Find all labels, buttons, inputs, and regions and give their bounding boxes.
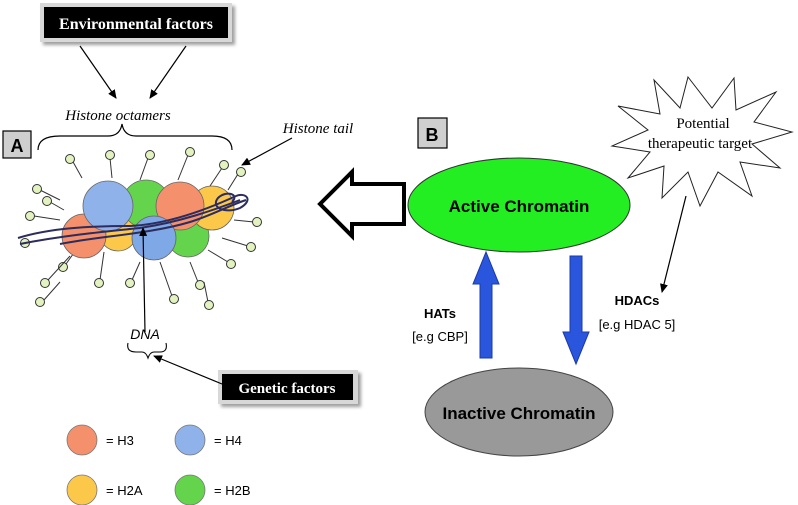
genetic-factors-box: Genetic factors — [218, 370, 358, 404]
legend-label-h3: = H3 — [106, 433, 134, 448]
panel-a-label: A — [11, 136, 24, 156]
inactive-chromatin-node: Inactive Chromatin — [424, 367, 614, 457]
hdacs-down-arrow — [562, 255, 590, 366]
therapeutic-target-line1: Potential — [676, 116, 729, 132]
hats-example-label: [e.g CBP] — [412, 329, 468, 344]
therapeutic-target-line2: therapeutic target — [648, 136, 753, 152]
panel-b-label: B — [426, 125, 439, 145]
hats-up-arrow — [472, 250, 500, 359]
panel-a-label-box: A — [2, 130, 32, 159]
legend-swatch-h2a — [66, 474, 98, 505]
genetic-arrow — [153, 355, 223, 385]
h4-histone — [82, 180, 134, 232]
active-chromatin-node: Active Chromatin — [407, 157, 631, 253]
legend-swatch-h3 — [66, 424, 98, 456]
octamer-brace — [37, 123, 233, 151]
therapeutic-target-burst: Potential therapeutic target — [610, 75, 794, 208]
histone-tail-arrow — [241, 137, 293, 166]
nucleosome — [61, 179, 235, 261]
legend-swatch-h2b — [174, 474, 206, 505]
dna-label: DNA — [130, 326, 160, 342]
legend-label-h2b: = H2B — [214, 483, 251, 498]
dna-brace — [127, 342, 167, 360]
histone-tail-label: Histone tail — [282, 121, 353, 137]
hdacs-label: HDACs — [615, 293, 660, 308]
inactive-chromatin-label: Inactive Chromatin — [442, 404, 595, 423]
dna-arrow — [139, 227, 148, 333]
h3-histone — [155, 181, 205, 231]
histone-legend: = H3 = H4 = H2A = H2B — [66, 424, 251, 505]
histone-octamers-label: Histone octamers — [64, 108, 171, 124]
legend-label-h2a: = H2A — [106, 483, 143, 498]
legend-label-h4: = H4 — [214, 433, 242, 448]
active-chromatin-label: Active Chromatin — [449, 197, 590, 216]
environmental-factors-label: Environmental factors — [59, 16, 213, 33]
hdacs-example-label: [e.g HDAC 5] — [599, 317, 676, 332]
legend-swatch-h4 — [174, 424, 206, 456]
environmental-factors-box: Environmental factors — [40, 3, 232, 42]
histone-tails — [20, 147, 262, 310]
panel-b-label-box: B — [417, 117, 448, 149]
env-arrow-left — [79, 45, 117, 99]
genetic-factors-label: Genetic factors — [238, 381, 335, 397]
env-arrow-right — [149, 45, 187, 99]
hats-label: HATs — [424, 306, 456, 321]
hollow-left-arrow — [317, 167, 406, 241]
therapeutic-to-hdacs-arrow — [660, 195, 687, 293]
